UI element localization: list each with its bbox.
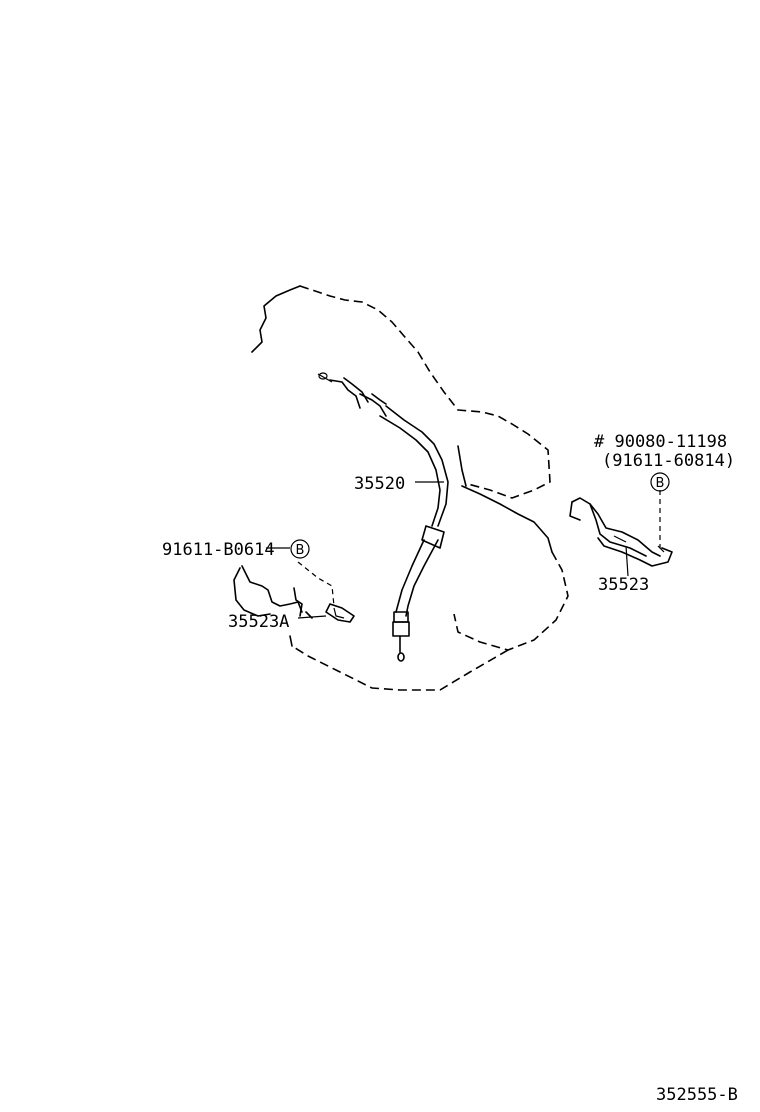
- label-35523: 35523: [598, 575, 649, 595]
- marker-b-right: B: [650, 472, 670, 492]
- bracket-right: [569, 490, 673, 577]
- shift-cable: [317, 372, 449, 662]
- bracket-left: [233, 561, 355, 623]
- label-91611-b0614: 91611-B0614: [162, 540, 275, 560]
- label-35523a: 35523A: [228, 612, 289, 632]
- label-35520: 35520: [354, 474, 405, 494]
- label-91611-60814: (91611-60814): [602, 451, 735, 471]
- marker-b-left: B: [290, 539, 310, 559]
- transmission-case-outline: [251, 285, 569, 691]
- label-90080-11198: # 90080-11198: [594, 432, 727, 452]
- diagram-code: 352555-B: [656, 1085, 738, 1105]
- marker-b-left-text: B: [296, 543, 305, 558]
- marker-b-right-text: B: [656, 476, 665, 491]
